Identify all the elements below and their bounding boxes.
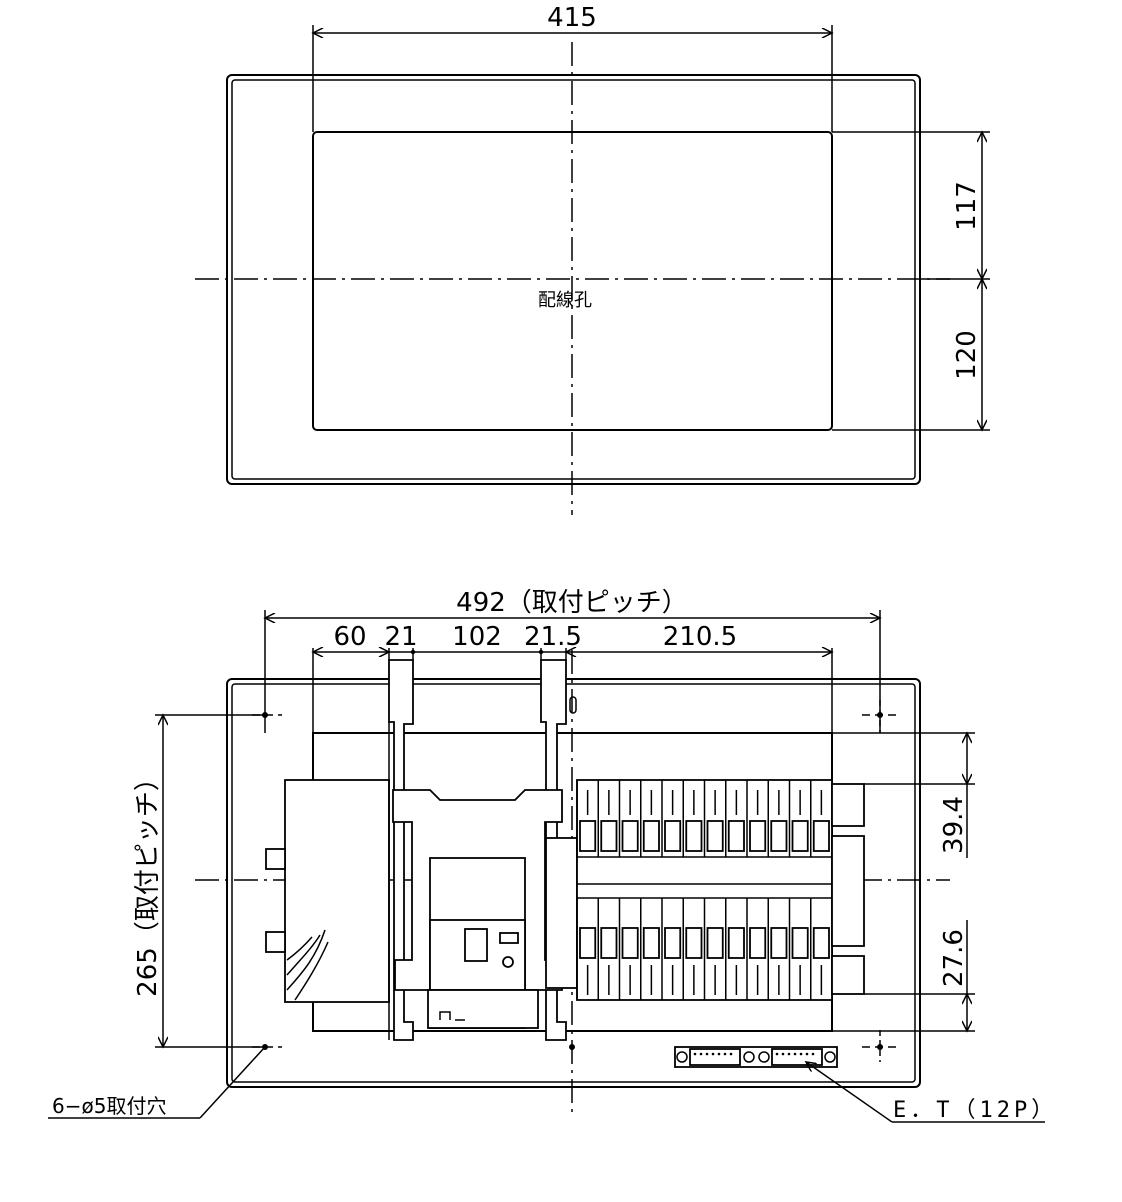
et-leader-diag xyxy=(806,1062,893,1123)
bottom-inner-frame xyxy=(231,683,916,1083)
terminal-tab-upper xyxy=(265,848,286,870)
breaker-handle-lower xyxy=(727,927,745,959)
terminal-tab-lower xyxy=(265,931,286,953)
dim-27-6-text: 27.6 xyxy=(939,929,969,987)
side-cover-upper xyxy=(831,783,865,827)
breaker-handle-upper xyxy=(706,820,724,852)
main-breaker-body xyxy=(284,779,390,1003)
dim-492-text: 492（取付ピッチ） xyxy=(456,588,688,618)
breaker-handle-lower xyxy=(579,927,597,959)
breaker-handle-lower xyxy=(642,927,660,959)
breaker-handle-upper xyxy=(600,820,618,852)
et-terminal-strip xyxy=(674,1046,838,1068)
cable-lines xyxy=(286,929,329,1001)
dim-120-text: 120 xyxy=(952,330,982,380)
breaker-handle-lower xyxy=(706,927,724,959)
dim-21-text: 21 xyxy=(384,622,417,652)
side-cover-middle xyxy=(831,835,865,947)
breaker-handle-lower xyxy=(749,927,767,959)
side-cover-lower xyxy=(831,955,865,995)
dim-39-4-text: 39.4 xyxy=(939,796,969,854)
breaker-handle-lower xyxy=(791,927,809,959)
mount-hole xyxy=(569,1044,575,1050)
breaker-handle-upper xyxy=(812,820,830,852)
breaker-handle-lower xyxy=(770,927,788,959)
branch-breaker-block xyxy=(576,779,833,1001)
breaker-handle-upper xyxy=(770,820,788,852)
breaker-handle-lower xyxy=(600,927,618,959)
wiring-hole-label: 配線孔 xyxy=(538,290,592,311)
breaker-handle-lower xyxy=(812,927,830,959)
breaker-handle-upper xyxy=(727,820,745,852)
dim-60-text: 60 xyxy=(333,622,366,652)
mount-hole-label: 6−ø5取付穴 xyxy=(52,1094,166,1118)
left-mounting-rail xyxy=(388,659,414,1041)
dim-117-text: 117 xyxy=(952,181,982,231)
keyhole-slot xyxy=(569,696,577,714)
dim-102-text: 102 xyxy=(452,622,502,652)
breaker-handle-upper xyxy=(621,820,639,852)
breaker-handle-upper xyxy=(749,820,767,852)
bottom-view: 492（取付ピッチ） 60 21 102 21.5 210.5 265（取付ピッ… xyxy=(48,588,1057,1123)
breaker-handle-lower xyxy=(664,927,682,959)
breaker-handle-lower xyxy=(685,927,703,959)
dim-265-text: 265（取付ピッチ） xyxy=(133,765,163,997)
breaker-handle-upper xyxy=(685,820,703,852)
et-label: E．T（12P） xyxy=(893,1098,1057,1123)
indicator-window xyxy=(499,932,519,944)
bottom-outer-frame xyxy=(226,678,921,1088)
middle-device-base xyxy=(427,989,539,1029)
breaker-handle-upper xyxy=(579,820,597,852)
top-view: 415 117 120 配線孔 xyxy=(195,3,990,515)
dim-415-text: 415 xyxy=(547,3,597,33)
side-bar xyxy=(545,837,578,989)
test-button xyxy=(502,956,514,968)
breaker-handle-lower xyxy=(621,927,639,959)
breaker-handle-upper xyxy=(642,820,660,852)
dim-210-5-text: 210.5 xyxy=(663,622,737,652)
mount-hole-leader-diag xyxy=(199,1046,266,1119)
meter-window xyxy=(464,928,488,962)
breaker-handle-upper xyxy=(664,820,682,852)
dim-21-5-text: 21.5 xyxy=(524,622,582,652)
breaker-handle-upper xyxy=(791,820,809,852)
